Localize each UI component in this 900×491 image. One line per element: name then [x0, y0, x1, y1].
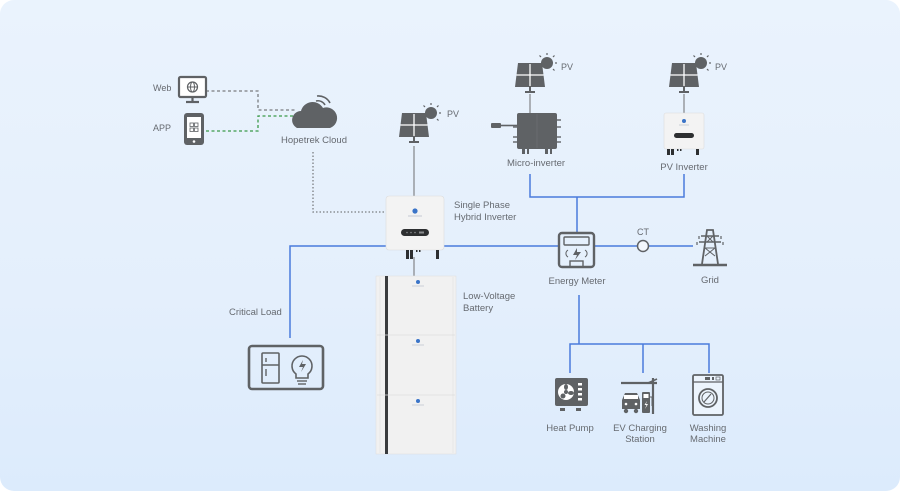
critical-load-ac-line	[289, 245, 386, 338]
cloud-inverter-link	[312, 152, 385, 213]
hybrid-inverter-node[interactable]: Single Phase Hybrid Inverter	[385, 195, 516, 259]
energy-meter-node[interactable]: Energy Meter	[548, 231, 606, 287]
pv-feed-ac-line	[529, 174, 685, 198]
grid-node[interactable]: Grid	[693, 229, 727, 286]
heat-pump-icon	[555, 378, 588, 411]
connections	[206, 90, 710, 373]
pv-string-node[interactable]: PV	[669, 53, 727, 93]
app-node[interactable]: APP	[153, 113, 204, 145]
pv-micro-label: PV	[561, 62, 573, 72]
monitor-globe-icon	[177, 75, 208, 104]
battery-module-1	[412, 280, 424, 287]
energy-meter-label: Energy Meter	[548, 276, 605, 287]
ev-charger-icon	[621, 378, 658, 414]
inverter-icon	[663, 112, 705, 155]
loads-branch-line	[569, 343, 710, 373]
grid-label: Grid	[701, 275, 719, 286]
web-node[interactable]: Web	[153, 75, 208, 104]
energy-meter-icon	[557, 231, 596, 269]
critical-load-label: Critical Load	[229, 307, 282, 318]
hybrid-inverter-label-line1: Single Phase	[454, 200, 510, 211]
heat-pump-label: Heat Pump	[546, 423, 594, 434]
washing-machine-label-line2: Machine	[690, 434, 726, 445]
battery-label-line1: Low-Voltage	[463, 291, 515, 302]
pv-hybrid-node[interactable]: PV	[399, 103, 459, 143]
micro-inverter-node[interactable]: Micro-inverter	[491, 113, 565, 169]
pv-inverter-label: PV Inverter	[660, 162, 708, 173]
fridge-bulb-icon	[247, 344, 325, 391]
battery-stack-icon	[375, 275, 457, 455]
ev-station-label-line2: Station	[625, 434, 655, 445]
pv-inverter-node[interactable]: PV Inverter	[660, 112, 708, 173]
ct-node[interactable]: CT	[636, 227, 650, 253]
battery-label-line2: Battery	[463, 303, 493, 314]
web-cloud-link	[206, 90, 297, 111]
smartphone-icon	[184, 113, 204, 145]
cloud-node[interactable]: Hopetrek Cloud	[281, 95, 347, 146]
ct-sensor-icon	[636, 239, 650, 253]
hybrid-inverter-label-line2: Hybrid Inverter	[454, 212, 516, 223]
battery-module-3	[412, 399, 424, 406]
ev-station-label-line1: EV Charging	[613, 423, 667, 434]
web-label: Web	[153, 83, 171, 93]
pv-hybrid-label: PV	[447, 109, 459, 119]
solar-panel-icon	[399, 103, 441, 143]
app-label: APP	[153, 123, 171, 133]
solar-panel-icon	[515, 53, 557, 93]
pv-micro-node[interactable]: PV	[515, 53, 573, 93]
micro-inverter-label: Micro-inverter	[507, 158, 565, 169]
hybrid-inverter-icon	[385, 195, 445, 259]
micro-inverter-icon	[491, 113, 561, 154]
washing-machine-node[interactable]: Washing Machine	[690, 374, 727, 445]
solar-panel-icon	[669, 53, 711, 93]
ct-label: CT	[637, 227, 649, 237]
cloud-wifi-icon	[292, 95, 338, 128]
ev-station-node[interactable]: EV Charging Station	[613, 378, 667, 445]
heat-pump-node[interactable]: Heat Pump	[546, 378, 594, 434]
critical-load-node[interactable]: Critical Load	[229, 307, 325, 391]
battery-node[interactable]: Low-Voltage Battery	[375, 275, 515, 455]
app-cloud-link	[206, 115, 297, 132]
battery-module-2	[412, 339, 424, 346]
washing-machine-icon	[692, 374, 724, 416]
pv-string-label: PV	[715, 62, 727, 72]
power-tower-icon	[693, 229, 727, 267]
cloud-label: Hopetrek Cloud	[281, 135, 347, 146]
washing-machine-label-line1: Washing	[690, 423, 727, 434]
